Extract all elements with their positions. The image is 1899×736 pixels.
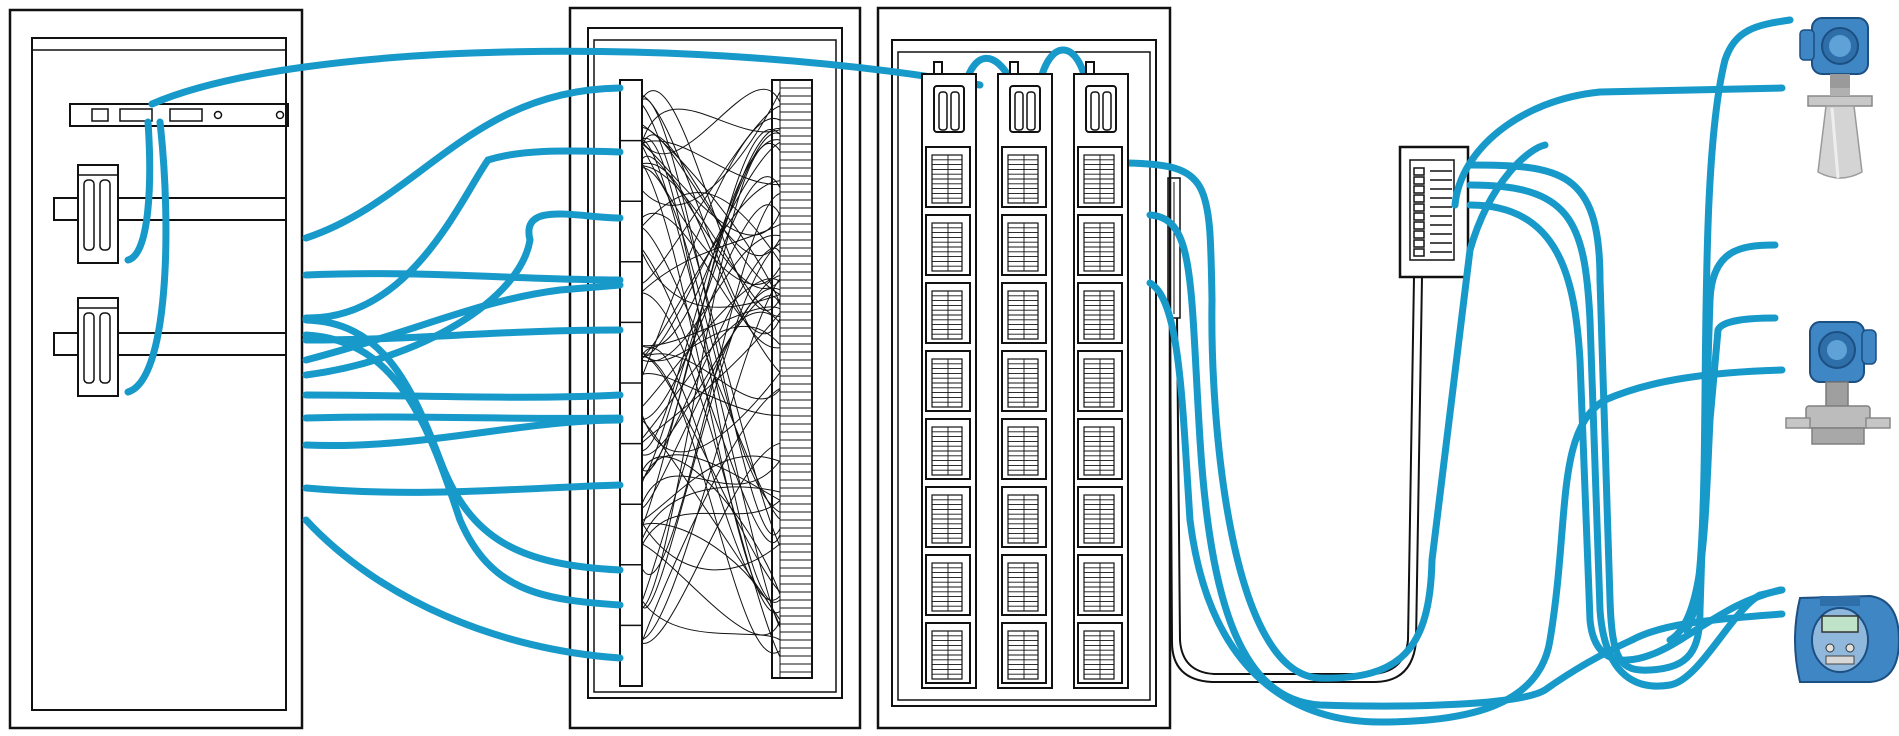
cross-wiring: [641, 88, 781, 658]
io-column: [1073, 61, 1129, 689]
side-duct: [1167, 177, 1181, 319]
control-cabinet: [8, 8, 304, 730]
marshalling-cabinet: [568, 6, 862, 730]
pressure-transmitter-icon: [1785, 321, 1891, 445]
level-transmitter-icon: [1799, 17, 1873, 179]
controller-module-lower: [77, 297, 119, 397]
network-switch: [69, 103, 289, 127]
io-column: [921, 61, 977, 689]
terminal-strip-right: [771, 79, 813, 679]
controller-module-upper: [77, 164, 119, 264]
flow-meter-icon: [1794, 594, 1899, 683]
io-column: [997, 61, 1053, 689]
signal-cables: [124, 16, 1794, 726]
